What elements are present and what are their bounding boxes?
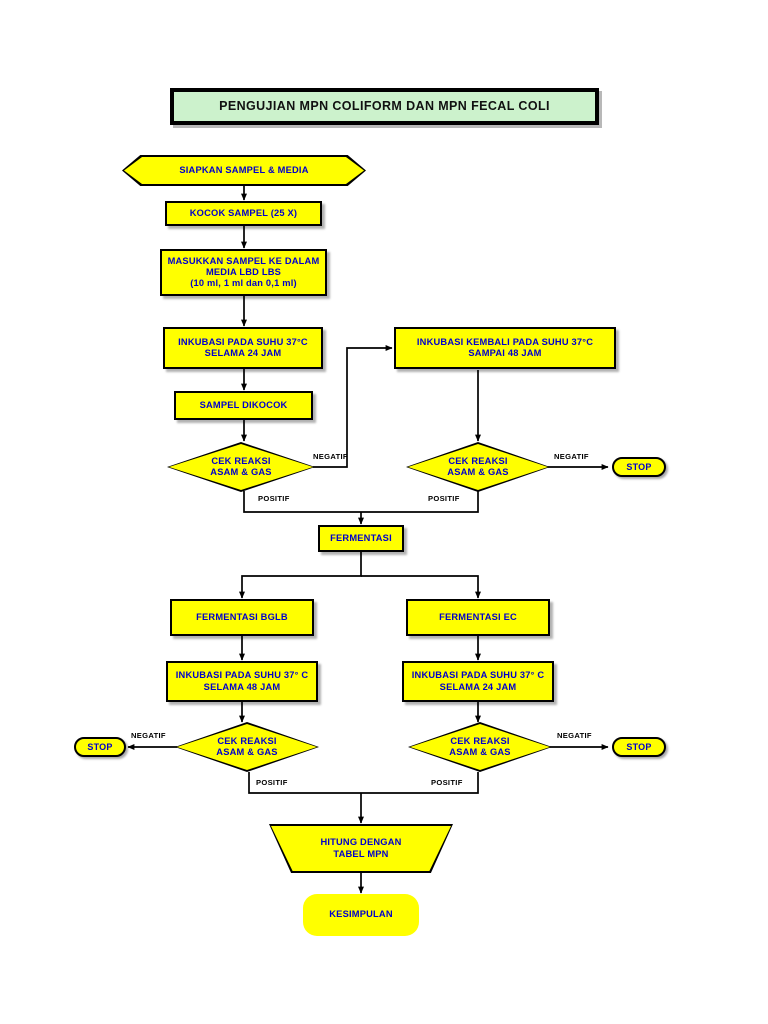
inkubasi-48jam-bglb-line-2: SELAMA 48 JAM: [203, 681, 281, 692]
kesimpulan-node: KESIMPULAN: [303, 894, 419, 936]
cek-reaksi-4-line-2: ASAM & GAS: [449, 747, 511, 757]
fermentasi-ec-node: FERMENTASI EC: [406, 599, 550, 636]
sampel-dikocok-label: SAMPEL DIKOCOK: [199, 399, 288, 410]
edge-label-negatif-cek3: NEGATIF: [131, 731, 166, 740]
edge-label-positif-cek4: POSITIF: [431, 778, 463, 787]
cek-reaksi-3-line-1: CEK REAKSI: [217, 735, 277, 746]
cek-reaksi-3-line-2: ASAM & GAS: [216, 747, 278, 757]
cek-reaksi-2-node: CEK REAKSI ASAM & GAS: [408, 444, 548, 490]
inkubasi-24jam-ec-node: INKUBASI PADA SUHU 37° C SELAMA 24 JAM: [402, 661, 554, 702]
masukkan-sampel-node: MASUKKAN SAMPEL KE DALAM MEDIA LBD LBS (…: [160, 249, 327, 296]
inkubasi-24jam-line-1: INKUBASI PADA SUHU 37°C: [178, 336, 308, 347]
edge-label-negatif-cek4: NEGATIF: [557, 731, 592, 740]
inkubasi-kembali-node: INKUBASI KEMBALI PADA SUHU 37°C SAMPAI 4…: [394, 327, 616, 369]
fermentasi-node: FERMENTASI: [318, 525, 404, 552]
inkubasi-48jam-bglb-line-1: INKUBASI PADA SUHU 37° C: [175, 670, 309, 681]
cek-reaksi-3-node: CEK REAKSI ASAM & GAS: [177, 724, 317, 770]
sampel-dikocok-node: SAMPEL DIKOCOK: [174, 391, 313, 420]
stop-label-top-right: STOP: [626, 461, 652, 472]
cek-reaksi-2-line-1: CEK REAKSI: [448, 455, 508, 466]
fermentasi-bglb-label: FERMENTASI BGLB: [196, 611, 288, 622]
edge-label-positif-cek2: POSITIF: [428, 494, 460, 503]
edge-label-positif-cek3: POSITIF: [256, 778, 288, 787]
cek-reaksi-1-line-2: ASAM & GAS: [210, 467, 272, 477]
stop-node-left: STOP: [74, 737, 126, 757]
kesimpulan-label: KESIMPULAN: [329, 909, 393, 920]
fermentasi-ec-label: FERMENTASI EC: [439, 611, 517, 622]
kocok-sampel-node: KOCOK SAMPEL (25 X): [165, 201, 322, 226]
hitung-node: HITUNG DENGAN TABEL MPN: [271, 826, 451, 871]
start-node: SIAPKAN SAMPEL & MEDIA: [124, 157, 364, 184]
start-node-label: SIAPKAN SAMPEL & MEDIA: [179, 164, 309, 175]
kocok-sampel-label: KOCOK SAMPEL (25 X): [189, 207, 298, 218]
inkubasi-48jam-bglb-node: INKUBASI PADA SUHU 37° C SELAMA 48 JAM: [166, 661, 318, 702]
stop-label-right: STOP: [626, 741, 652, 752]
edge-label-negatif-cek2: NEGATIF: [554, 452, 589, 461]
stop-node-right: STOP: [612, 737, 666, 757]
cek-reaksi-2-line-2: ASAM & GAS: [447, 467, 509, 477]
diagram-title: PENGUJIAN MPN COLIFORM DAN MPN FECAL COL…: [219, 98, 550, 113]
cek-reaksi-1-node: CEK REAKSI ASAM & GAS: [169, 444, 313, 490]
cek-reaksi-4-node: CEK REAKSI ASAM & GAS: [410, 724, 550, 770]
edge-label-positif-cek1: POSITIF: [258, 494, 290, 503]
edge-label-negatif-cek1: NEGATIF: [313, 452, 348, 461]
cek-reaksi-4-line-1: CEK REAKSI: [450, 735, 510, 746]
cek-reaksi-1-line-1: CEK REAKSI: [211, 455, 271, 466]
stop-node-top-right: STOP: [612, 457, 666, 477]
inkubasi-24jam-node: INKUBASI PADA SUHU 37°C SELAMA 24 JAM: [163, 327, 323, 369]
inkubasi-24jam-line-2: SELAMA 24 JAM: [204, 348, 282, 358]
hitung-line-2: TABEL MPN: [333, 848, 389, 859]
masukkan-line-2: MEDIA LBD LBS: [205, 266, 282, 277]
hitung-line-1: HITUNG DENGAN: [320, 837, 402, 848]
inkubasi-kembali-line-1: INKUBASI KEMBALI PADA SUHU 37°C: [416, 336, 594, 347]
masukkan-line-1: MASUKKAN SAMPEL KE DALAM: [167, 255, 320, 266]
inkubasi-kembali-line-2: SAMPAI 48 JAM: [468, 348, 542, 358]
inkubasi-24jam-ec-line-1: INKUBASI PADA SUHU 37° C: [411, 670, 545, 681]
diagram-title-banner: PENGUJIAN MPN COLIFORM DAN MPN FECAL COL…: [170, 88, 599, 125]
fermentasi-bglb-node: FERMENTASI BGLB: [170, 599, 314, 636]
stop-label-left: STOP: [87, 741, 113, 752]
inkubasi-24jam-ec-line-2: SELAMA 24 JAM: [439, 681, 517, 692]
fermentasi-label: FERMENTASI: [330, 532, 392, 543]
masukkan-line-3: (10 ml, 1 ml dan 0,1 ml): [190, 278, 297, 289]
